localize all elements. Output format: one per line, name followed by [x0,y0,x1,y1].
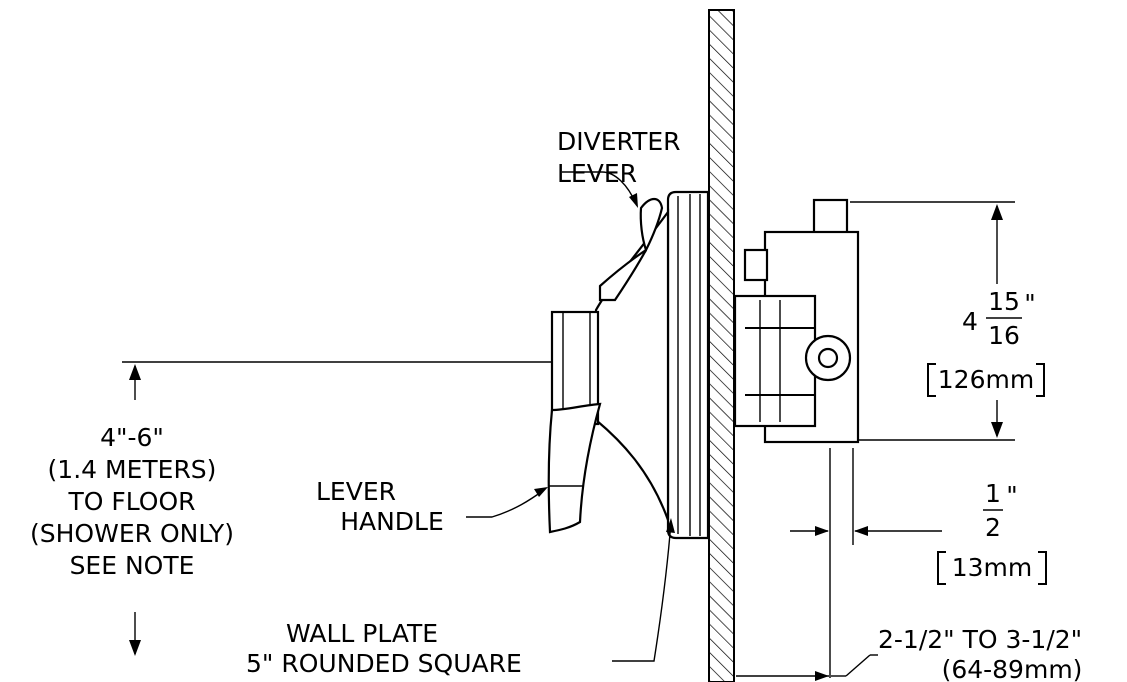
diverter-lever [598,197,664,302]
offset-denominator: 2 [985,513,1001,542]
wallplate-label-line2: 5" ROUNDED SQUARE [246,649,522,678]
wall-section [708,9,735,682]
mounting-height-dimension [122,361,552,656]
valve-height-unit: " [1024,289,1036,318]
wallplate-label-line1: WALL PLATE [286,619,438,648]
lever-label-line1: LEVER [316,477,396,506]
valve-height-numerator: 15 [988,287,1020,316]
wall-range-dimension [736,654,878,681]
leader-lines [466,171,675,662]
wall-range-label: 2-1/2" TO 3-1/2" [878,625,1082,654]
lever-handle [547,402,602,534]
escutcheon-hub [594,208,670,521]
wall-plate [666,190,710,540]
valve-height-dimension [850,201,1015,441]
offset-unit: " [1006,481,1018,510]
height-label-line3: TO FLOOR [67,487,195,516]
valve-body [733,198,860,444]
valve-height-whole: 4 [962,307,978,336]
diverter-label-line2: LEVER [557,159,637,188]
offset-bracket-right [1038,551,1047,585]
offset-dimension [790,448,942,678]
height-label-line4: (SHOWER ONLY) [30,519,234,548]
diverter-label-line1: DIVERTER [557,127,681,156]
offset-metric: 13mm [952,553,1033,582]
height-label-line1: 4"-6" [100,423,164,452]
valve-height-metric: 126mm [938,365,1034,394]
lever-label-line2: HANDLE [340,507,444,536]
offset-bracket-left [937,551,946,585]
valve-height-denominator: 16 [988,321,1020,350]
valve-height-bracket-left [927,363,936,397]
valve-height-bracket-right [1036,363,1045,397]
wall-range-metric: (64-89mm) [942,655,1083,682]
offset-numerator: 1 [985,479,1001,508]
height-label-line2: (1.4 METERS) [48,455,217,484]
height-label-line5: SEE NOTE [70,551,195,580]
